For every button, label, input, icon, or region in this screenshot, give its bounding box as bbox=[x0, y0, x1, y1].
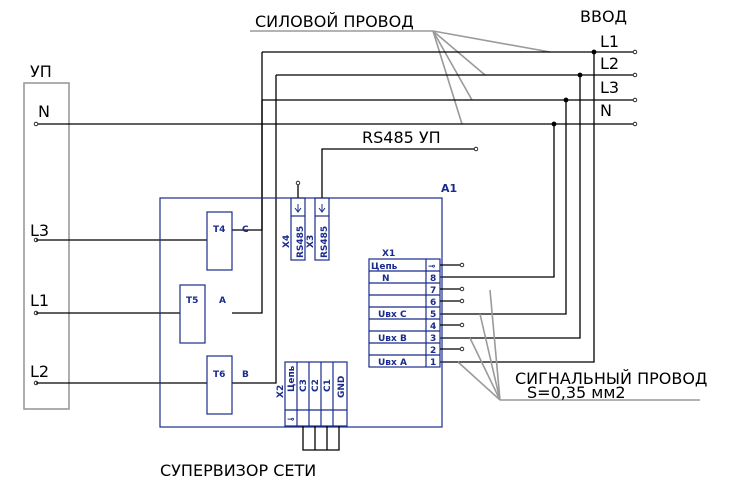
svg-text:5: 5 bbox=[430, 310, 436, 320]
transformer-t5: T5 A bbox=[179, 284, 226, 344]
svg-text:A: A bbox=[219, 296, 226, 306]
up-n-label: N bbox=[38, 102, 50, 121]
signal-wire-leaders bbox=[457, 289, 501, 401]
a1-label: A1 bbox=[441, 182, 457, 195]
up-l1-label: L1 bbox=[30, 291, 49, 310]
svg-text:4: 4 bbox=[430, 322, 436, 332]
wire-n-to-x1 bbox=[440, 124, 555, 278]
svg-text:Цепь: Цепь bbox=[371, 262, 398, 272]
input-title: ВВОД bbox=[580, 7, 627, 26]
svg-text:3: 3 bbox=[430, 334, 436, 344]
input-l1-label: L1 bbox=[600, 32, 619, 51]
svg-text:⊸: ⊸ bbox=[287, 415, 295, 425]
svg-text:RS485: RS485 bbox=[320, 226, 330, 258]
transformer-t6: T6 B bbox=[206, 355, 249, 415]
up-panel bbox=[23, 82, 70, 410]
svg-text:Uвх C: Uвх C bbox=[378, 310, 407, 320]
svg-text:RS485: RS485 bbox=[296, 226, 306, 258]
connector-x2: Цепь C3 C2 C1 GND ⊸ X2 bbox=[276, 361, 348, 427]
svg-text:X2: X2 bbox=[276, 385, 286, 398]
x1-terminal-block: Цепь ⊸ N 8 7 6 Uвх C 5 4 Uвх B 3 2 Uвх A… bbox=[368, 258, 441, 368]
svg-text:2: 2 bbox=[430, 346, 436, 356]
svg-text:8: 8 bbox=[430, 274, 436, 284]
rs485-x4-terminal bbox=[295, 180, 301, 186]
signal-section-label: S=0,35 мм2 bbox=[527, 383, 626, 402]
up-l2-label: L2 bbox=[30, 362, 49, 381]
svg-text:T5: T5 bbox=[186, 296, 198, 306]
svg-text:X3: X3 bbox=[306, 235, 316, 248]
wire-l3-to-x1 bbox=[440, 100, 567, 315]
signal-wire-label: СИГНАЛЬНЫЙ ПРОВОД bbox=[515, 369, 707, 388]
input-l3-label: L3 bbox=[600, 78, 619, 97]
rs485-terminal bbox=[473, 146, 479, 152]
svg-text:⊸: ⊸ bbox=[428, 262, 436, 272]
wire-rs485-up bbox=[321, 148, 476, 198]
transformer-t4: T4 C bbox=[206, 211, 249, 271]
svg-text:Uвх A: Uвх A bbox=[378, 358, 407, 368]
x2-bottom-wires bbox=[302, 426, 340, 451]
svg-text:1: 1 bbox=[430, 358, 436, 368]
svg-text:X4: X4 bbox=[282, 235, 292, 248]
svg-text:Uвх B: Uвх B bbox=[378, 334, 407, 344]
svg-text:Цепь: Цепь bbox=[287, 365, 297, 392]
wire-l2-to-x1 bbox=[440, 75, 581, 339]
wire-l1-to-t4 bbox=[232, 52, 263, 231]
svg-text:C: C bbox=[242, 225, 249, 235]
wire-l2-to-t6 bbox=[232, 75, 277, 384]
svg-text:C2: C2 bbox=[311, 379, 321, 392]
x1-pin-stubs bbox=[440, 262, 465, 352]
svg-text:C3: C3 bbox=[299, 379, 309, 392]
junction-dots bbox=[551, 49, 597, 127]
wire-l1-to-x1 bbox=[440, 52, 595, 363]
svg-text:6: 6 bbox=[430, 298, 436, 308]
rs485-up-label: RS485 УП bbox=[362, 128, 441, 147]
supervisor-title: СУПЕРВИЗОР СЕТИ bbox=[160, 461, 316, 480]
power-wire-leaders bbox=[432, 30, 551, 125]
power-wire-label: СИЛОВОЙ ПРОВОД bbox=[255, 12, 414, 31]
svg-text:N: N bbox=[382, 274, 390, 284]
svg-text:T4: T4 bbox=[213, 225, 225, 235]
connector-x4: RS485 X4 bbox=[282, 197, 306, 261]
svg-text:T6: T6 bbox=[213, 370, 225, 380]
input-l2-label: L2 bbox=[600, 54, 619, 73]
up-panel-title: УП bbox=[30, 62, 52, 81]
svg-text:GND: GND bbox=[337, 376, 347, 398]
svg-text:C1: C1 bbox=[323, 379, 333, 392]
wire-l3-to-t5 bbox=[232, 100, 263, 314]
x1-label: X1 bbox=[382, 249, 395, 259]
svg-text:7: 7 bbox=[430, 286, 436, 296]
svg-text:B: B bbox=[242, 370, 249, 380]
input-n-label: N bbox=[600, 101, 612, 120]
connector-x3: RS485 X3 bbox=[306, 197, 330, 261]
input-terminals bbox=[33, 49, 638, 386]
up-l3-label: L3 bbox=[30, 221, 49, 240]
